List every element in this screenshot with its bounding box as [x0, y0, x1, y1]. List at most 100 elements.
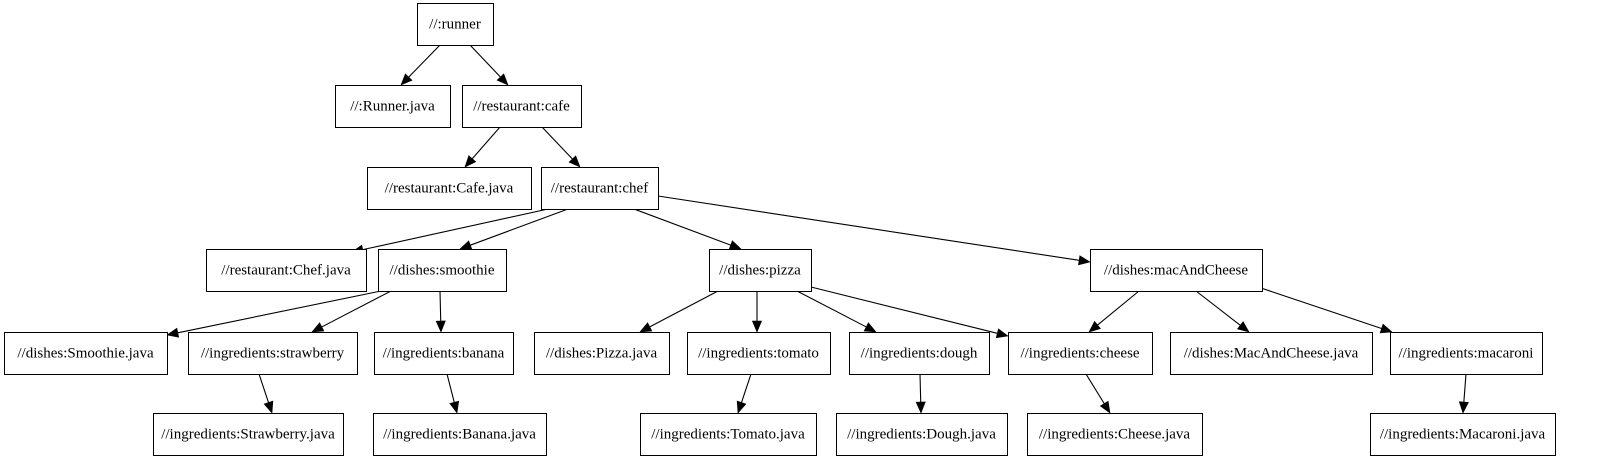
- graph-edge: [1260, 287, 1393, 334]
- node-box[interactable]: [367, 167, 532, 210]
- graph-node-restaurant_cafe[interactable]: //restaurant:cafe: [462, 85, 582, 128]
- graph-edge: [258, 373, 274, 414]
- edge-arrowhead-icon: [915, 401, 926, 414]
- graph-node-ing_tomato[interactable]: //ingredients:tomato: [687, 332, 831, 375]
- graph-node-ing_macaroni[interactable]: //ingredients:macaroni: [1390, 332, 1543, 375]
- edge-line: [177, 290, 382, 334]
- edge-line: [649, 290, 719, 328]
- node-box[interactable]: [153, 413, 344, 456]
- edge-arrowhead-icon: [496, 73, 509, 86]
- graph-edge: [751, 291, 763, 333]
- edge-arrowhead-icon: [995, 328, 1009, 339]
- graph-edge: [541, 126, 581, 168]
- graph-edge: [311, 290, 392, 333]
- graph-node-restaurant_chef[interactable]: //restaurant:chef: [541, 167, 659, 210]
- node-box[interactable]: [378, 249, 507, 292]
- node-box[interactable]: [4, 332, 168, 375]
- node-label: //ingredients:dough: [861, 345, 978, 361]
- graph-node-ing_dough[interactable]: //ingredients:dough: [849, 332, 990, 375]
- edge-arrowhead-icon: [863, 322, 877, 333]
- edge-arrowhead-icon: [1099, 400, 1111, 414]
- edge-line: [470, 208, 569, 246]
- node-box[interactable]: [836, 413, 1008, 456]
- edge-arrowhead-icon: [459, 240, 473, 250]
- graph-node-strawberry_java[interactable]: //ingredients:Strawberry.java: [153, 413, 344, 456]
- node-box[interactable]: [534, 332, 670, 375]
- graph-node-dough_java[interactable]: //ingredients:Dough.java: [836, 413, 1008, 456]
- edge-line: [469, 44, 501, 78]
- graph-node-smoothie_java[interactable]: //dishes:Smoothie.java: [4, 332, 168, 375]
- edge-line: [446, 373, 455, 403]
- node-box[interactable]: [709, 249, 812, 292]
- edge-line: [258, 373, 270, 403]
- node-box[interactable]: [335, 85, 451, 128]
- graph-edge: [1458, 373, 1469, 414]
- node-box[interactable]: [1390, 332, 1543, 375]
- node-box[interactable]: [541, 167, 659, 210]
- graph-node-runner[interactable]: //:runner: [417, 3, 494, 46]
- edge-line: [439, 290, 442, 322]
- node-label: //dishes:macAndCheese: [1104, 262, 1248, 278]
- edge-line: [1085, 373, 1105, 404]
- node-box[interactable]: [1090, 249, 1263, 292]
- node-label: //restaurant:Chef.java: [221, 262, 351, 278]
- edge-arrowhead-icon: [639, 322, 653, 333]
- node-label: //restaurant:Cafe.java: [385, 180, 514, 196]
- node-box[interactable]: [1027, 413, 1203, 456]
- node-box[interactable]: [206, 249, 367, 292]
- graph-node-ing_banana[interactable]: //ingredients:banana: [374, 332, 514, 375]
- node-box[interactable]: [1370, 413, 1556, 456]
- graph-edge: [1088, 290, 1140, 333]
- node-label: //ingredients:tomato: [698, 345, 819, 361]
- node-label: //dishes:Smoothie.java: [17, 345, 154, 361]
- node-box[interactable]: [849, 332, 990, 375]
- graph-node-ing_cheese[interactable]: //ingredients:cheese: [1008, 332, 1153, 375]
- node-box[interactable]: [462, 85, 582, 128]
- graph-edge: [810, 286, 1009, 339]
- node-box[interactable]: [417, 3, 494, 46]
- edge-arrowhead-icon: [464, 155, 477, 168]
- node-label: //ingredients:Dough.java: [847, 426, 996, 442]
- edge-line: [1463, 373, 1467, 403]
- edge-line: [796, 290, 867, 328]
- edge-line: [657, 195, 1080, 261]
- edge-arrowhead-icon: [568, 155, 581, 168]
- graph-node-cheese_java[interactable]: //ingredients:Cheese.java: [1027, 413, 1203, 456]
- edge-line: [362, 208, 549, 251]
- graph-edge: [166, 290, 382, 338]
- node-label: //ingredients:Macaroni.java: [1380, 426, 1546, 442]
- graph-edge: [459, 208, 569, 250]
- edge-line: [1260, 287, 1382, 330]
- node-box[interactable]: [188, 332, 358, 375]
- graph-node-mac_java[interactable]: //dishes:MacAndCheese.java: [1170, 332, 1373, 375]
- graph-node-cafe_java[interactable]: //restaurant:Cafe.java: [367, 167, 532, 210]
- graph-node-ing_strawberry[interactable]: //ingredients:strawberry: [188, 332, 358, 375]
- edge-line: [1097, 290, 1140, 326]
- node-label: //ingredients:Banana.java: [383, 426, 536, 442]
- node-box[interactable]: [1170, 332, 1373, 375]
- graph-node-chef_java[interactable]: //restaurant:Chef.java: [206, 249, 367, 292]
- graph-node-macaroni_java[interactable]: //ingredients:Macaroni.java: [1370, 413, 1556, 456]
- node-label: //dishes:Pizza.java: [546, 345, 658, 361]
- graph-edge: [469, 44, 509, 86]
- node-label: //ingredients:Cheese.java: [1039, 426, 1191, 442]
- node-label: //dishes:smoothie: [390, 262, 495, 278]
- graph-node-banana_java[interactable]: //ingredients:Banana.java: [373, 413, 547, 456]
- node-box[interactable]: [1008, 332, 1153, 375]
- graph-node-dishes_mac[interactable]: //dishes:macAndCheese: [1090, 249, 1263, 292]
- node-box[interactable]: [687, 332, 831, 375]
- graph-node-pizza_java[interactable]: //dishes:Pizza.java: [534, 332, 670, 375]
- node-box[interactable]: [640, 413, 817, 456]
- edge-arrowhead-icon: [1078, 255, 1091, 266]
- edge-arrowhead-icon: [400, 73, 413, 86]
- graph-node-runner_java[interactable]: //:Runner.java: [335, 85, 451, 128]
- graph-edge: [351, 208, 549, 255]
- graph-node-tomato_java[interactable]: //ingredients:Tomato.java: [640, 413, 817, 456]
- edge-line: [633, 208, 731, 246]
- graph-node-dishes_smoothie[interactable]: //dishes:smoothie: [378, 249, 507, 292]
- node-box[interactable]: [374, 332, 514, 375]
- edge-arrowhead-icon: [1236, 321, 1250, 333]
- graph-node-dishes_pizza[interactable]: //dishes:pizza: [709, 249, 812, 292]
- edge-arrowhead-icon: [435, 320, 446, 333]
- node-box[interactable]: [373, 413, 547, 456]
